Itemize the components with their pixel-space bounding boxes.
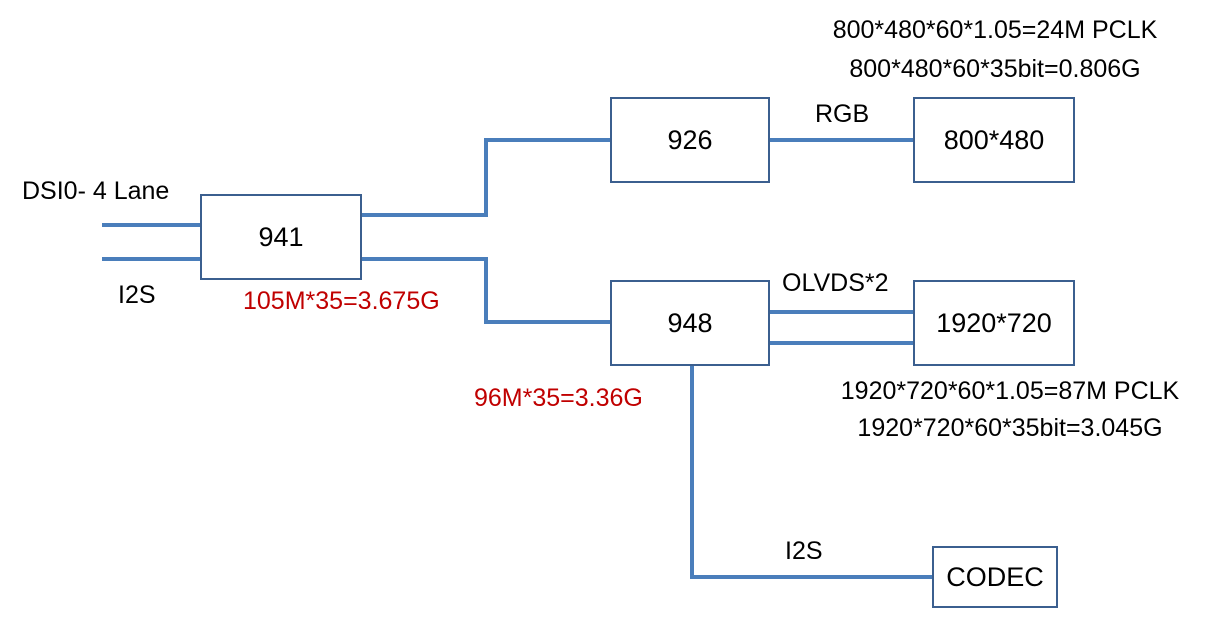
calc-1920-note: 1920*720*60*1.05=87M PCLK 1920*720*60*35…	[790, 376, 1230, 443]
display-800x480-label: 800*480	[943, 124, 1045, 155]
block-926: 926	[610, 97, 770, 183]
olvds-label: OLVDS*2	[782, 269, 889, 297]
calc-1920-line2: 1920*720*60*35bit=3.045G	[857, 414, 1163, 442]
display-1920x720: 1920*720	[913, 280, 1075, 366]
codec-block: CODEC	[932, 546, 1058, 608]
wire-948-to-codec	[690, 366, 932, 579]
wire-941-to-926	[362, 138, 610, 217]
block-941: 941	[200, 194, 362, 280]
i2s-codec-label: I2S	[785, 537, 823, 565]
block-926-label: 926	[667, 124, 713, 155]
rate-948-label: 96M*35=3.36G	[474, 384, 643, 412]
block-948-label: 948	[667, 307, 713, 338]
calc-800-line1: 800*480*60*1.05=24M PCLK	[832, 16, 1158, 44]
rate-941-label: 105M*35=3.675G	[243, 287, 440, 315]
calc-800-note: 800*480*60*1.05=24M PCLK 800*480*60*35bi…	[795, 15, 1195, 84]
dsi-input-label: DSI0- 4 Lane	[22, 177, 170, 205]
codec-label: CODEC	[946, 561, 1044, 592]
block-948: 948	[610, 280, 770, 366]
i2s-input-label: I2S	[118, 281, 156, 309]
block-941-label: 941	[258, 221, 304, 252]
calc-800-line2: 800*480*60*35bit=0.806G	[849, 55, 1141, 83]
display-800x480: 800*480	[913, 97, 1075, 183]
wire-941-to-948	[362, 257, 610, 324]
display-1920x720-label: 1920*720	[936, 307, 1052, 338]
rgb-label: RGB	[815, 100, 870, 128]
calc-1920-line1: 1920*720*60*1.05=87M PCLK	[840, 377, 1180, 405]
